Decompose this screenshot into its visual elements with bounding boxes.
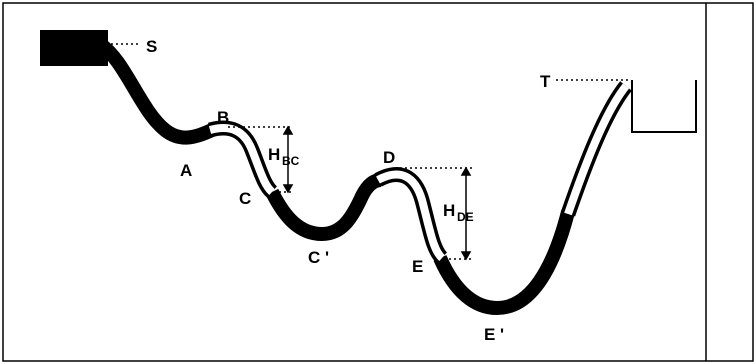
tube-segment-d-to-e-inner [376, 170, 445, 261]
label-c: C [239, 189, 251, 208]
label-h-de-subscript: DE [457, 210, 474, 224]
label-h-bc-subscript: BC [282, 154, 300, 168]
target-vessel [631, 80, 697, 133]
source-reservoir [40, 30, 108, 66]
label-h-bc: H [268, 145, 280, 164]
height-arrow-bc-down [282, 184, 294, 194]
label-s: S [146, 37, 157, 56]
tube-segment-e-to-t [433, 210, 575, 315]
label-c-prime: C ' [308, 248, 329, 267]
label-h-de: H [443, 201, 455, 220]
height-arrow-de-up [460, 166, 472, 176]
label-e-prime: E ' [484, 325, 504, 344]
height-arrow-de-down [460, 251, 472, 261]
liquid-filled-tube [95, 38, 575, 315]
height-labels: H BC H DE [268, 145, 474, 224]
label-e: E [412, 257, 423, 276]
label-t: T [540, 72, 551, 91]
tube-segment-s-to-b [95, 38, 215, 145]
gas-filled-tube [208, 81, 632, 264]
point-labels: S A B C C ' D E E ' T [146, 37, 551, 344]
level-lines [111, 43, 630, 260]
height-arrows [282, 125, 472, 261]
label-a: A [180, 161, 192, 180]
tube-segment-c-to-d [265, 173, 382, 241]
height-arrow-bc-up [282, 125, 294, 135]
target-vessel-outline [631, 80, 697, 133]
label-d: D [383, 148, 395, 167]
tube-segment-to-t-inner [564, 83, 630, 216]
tube-segment-b-to-c-inner [208, 124, 275, 196]
label-b: B [217, 108, 229, 127]
